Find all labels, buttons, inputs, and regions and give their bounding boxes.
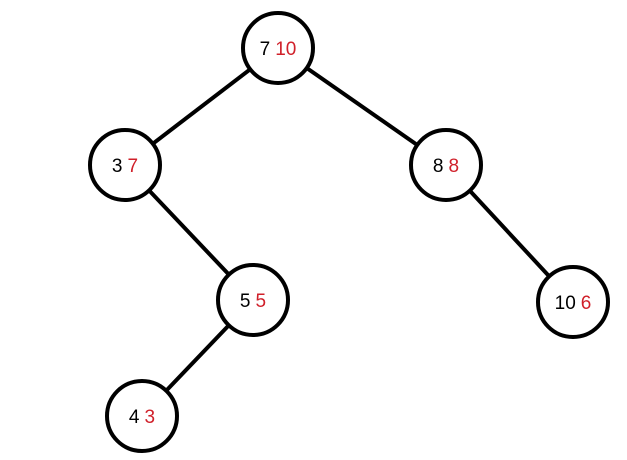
node-value: 3 (145, 407, 156, 428)
node-key: 3 (112, 156, 123, 177)
node-key: 4 (129, 407, 140, 428)
tree-edges (123, 46, 575, 418)
node-circle (409, 128, 483, 202)
node-circle (88, 128, 162, 202)
node-value: 10 (275, 39, 296, 60)
node-circle (216, 263, 290, 337)
node-circle (105, 379, 179, 453)
node-key: 5 (240, 291, 251, 312)
node-value: 7 (128, 156, 139, 177)
node-circle (536, 265, 610, 339)
node-value: 6 (581, 293, 592, 314)
node-value: 5 (256, 291, 267, 312)
node-value: 8 (449, 156, 460, 177)
node-key: 8 (433, 156, 444, 177)
node-circle (241, 11, 315, 85)
node-key: 10 (555, 293, 576, 314)
node-key: 7 (260, 39, 271, 60)
